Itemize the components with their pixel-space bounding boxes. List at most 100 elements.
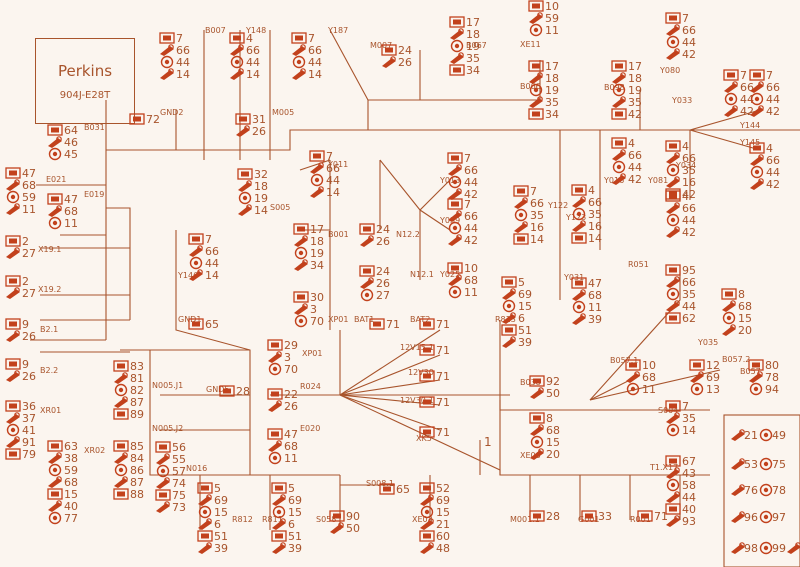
terminal-icon: [666, 213, 680, 227]
terminal-icon: [5, 400, 21, 412]
terminal-icon: [310, 162, 324, 174]
terminal-icon: [514, 197, 528, 209]
pin-number: 26: [398, 56, 412, 69]
connector-label: 12V30: [408, 368, 434, 377]
pin-number: 16: [588, 220, 602, 233]
pin-number: 7: [766, 69, 773, 82]
terminal-icon: [309, 150, 325, 162]
pin-number: 44: [766, 166, 780, 179]
terminal-icon: [382, 56, 396, 68]
pin-number: 68: [738, 300, 752, 313]
pin-number: 28: [236, 385, 250, 398]
terminal-icon: [272, 494, 286, 506]
pin-number: 15: [518, 300, 532, 313]
terminal-icon: [189, 245, 203, 257]
terminal-icon: [419, 370, 435, 382]
pin-number: 11: [64, 217, 78, 230]
terminal-icon: [448, 175, 462, 189]
terminal-icon: [155, 489, 171, 501]
terminal-icon: [156, 501, 170, 513]
pin-number: 7: [682, 12, 689, 25]
connector-label: R812: [232, 515, 253, 524]
terminal-icon: [666, 515, 680, 527]
terminal-icon: [448, 234, 462, 246]
pin-number: 14: [254, 204, 268, 217]
terminal-icon: [113, 440, 129, 452]
terminal-icon: [731, 484, 745, 496]
connector-label: B001: [328, 230, 349, 239]
terminal-icon: [502, 312, 516, 324]
terminal-icon: [666, 176, 680, 188]
pin-number: 41: [22, 424, 36, 437]
terminal-icon: [114, 463, 128, 477]
terminal-icon: [236, 125, 250, 137]
pin-number: 9: [22, 358, 29, 371]
pin-number: 47: [588, 277, 602, 290]
terminal-icon: [666, 35, 680, 49]
pin-number: 17: [545, 60, 559, 73]
pin-number: 7: [308, 32, 315, 45]
terminal-icon: [612, 96, 626, 108]
pin-number: 24: [398, 44, 412, 57]
terminal-icon: [666, 163, 680, 177]
terminal-icon: [501, 324, 517, 336]
pin-number: 68: [642, 371, 656, 384]
pin-number: 18: [254, 180, 268, 193]
pin-number: 63: [64, 440, 78, 453]
terminal-icon: [5, 275, 21, 287]
terminal-icon: [724, 92, 738, 106]
terminal-icon: [129, 113, 145, 125]
terminal-icon: [48, 500, 62, 512]
pin-number: 15: [64, 488, 78, 501]
terminal-icon: [381, 44, 397, 56]
terminal-icon: [198, 494, 212, 506]
terminal-icon: [666, 202, 680, 214]
pin-number: 68: [588, 289, 602, 302]
pin-number: 72: [146, 113, 160, 126]
pin-number: 70: [284, 363, 298, 376]
pin-number: 40: [64, 500, 78, 513]
pin-number: 15: [214, 506, 228, 519]
pin-number: 19: [254, 192, 268, 205]
terminal-icon: [665, 264, 681, 276]
pin-number: 3: [284, 351, 291, 364]
pin-number: 35: [682, 164, 696, 177]
pin-number: 17: [466, 16, 480, 29]
terminal-icon: [571, 277, 587, 289]
terminal-icon: [529, 23, 543, 37]
terminal-icon: [731, 511, 745, 523]
terminal-icon: [448, 221, 462, 235]
terminal-icon: [238, 191, 252, 205]
terminal-icon: [47, 488, 63, 500]
pin-number: 14: [205, 269, 219, 282]
connector-label: R024: [300, 382, 321, 391]
pin-number: 11: [588, 301, 602, 314]
pin-number: 18: [466, 28, 480, 41]
terminal-icon: [611, 60, 627, 72]
terminal-icon: [529, 83, 543, 97]
pin-number: 71: [436, 396, 450, 409]
terminal-icon: [235, 113, 251, 125]
connector-label: GND5: [206, 385, 229, 394]
pin-number: 91: [22, 436, 36, 449]
terminal-icon: [189, 269, 203, 281]
connector-label: B007: [205, 26, 226, 35]
pin-number: 69: [706, 371, 720, 384]
terminal-icon: [6, 423, 20, 437]
terminal-icon: [666, 300, 680, 312]
pin-number: 87: [130, 476, 144, 489]
pin-number: 5: [214, 482, 221, 495]
pin-number: 7: [176, 32, 183, 45]
terminal-icon: [294, 246, 308, 260]
terminal-icon: [114, 452, 128, 464]
terminal-icon: [230, 44, 244, 56]
pin-number: 68: [464, 274, 478, 287]
legend-number: 98: [744, 542, 758, 555]
pin-number: 35: [466, 52, 480, 65]
pin-number: 44: [464, 222, 478, 235]
main-junction-number: 1: [484, 435, 492, 449]
pin-number: 66: [464, 164, 478, 177]
pin-number: 86: [130, 464, 144, 477]
connector-label: Y187: [327, 26, 348, 35]
